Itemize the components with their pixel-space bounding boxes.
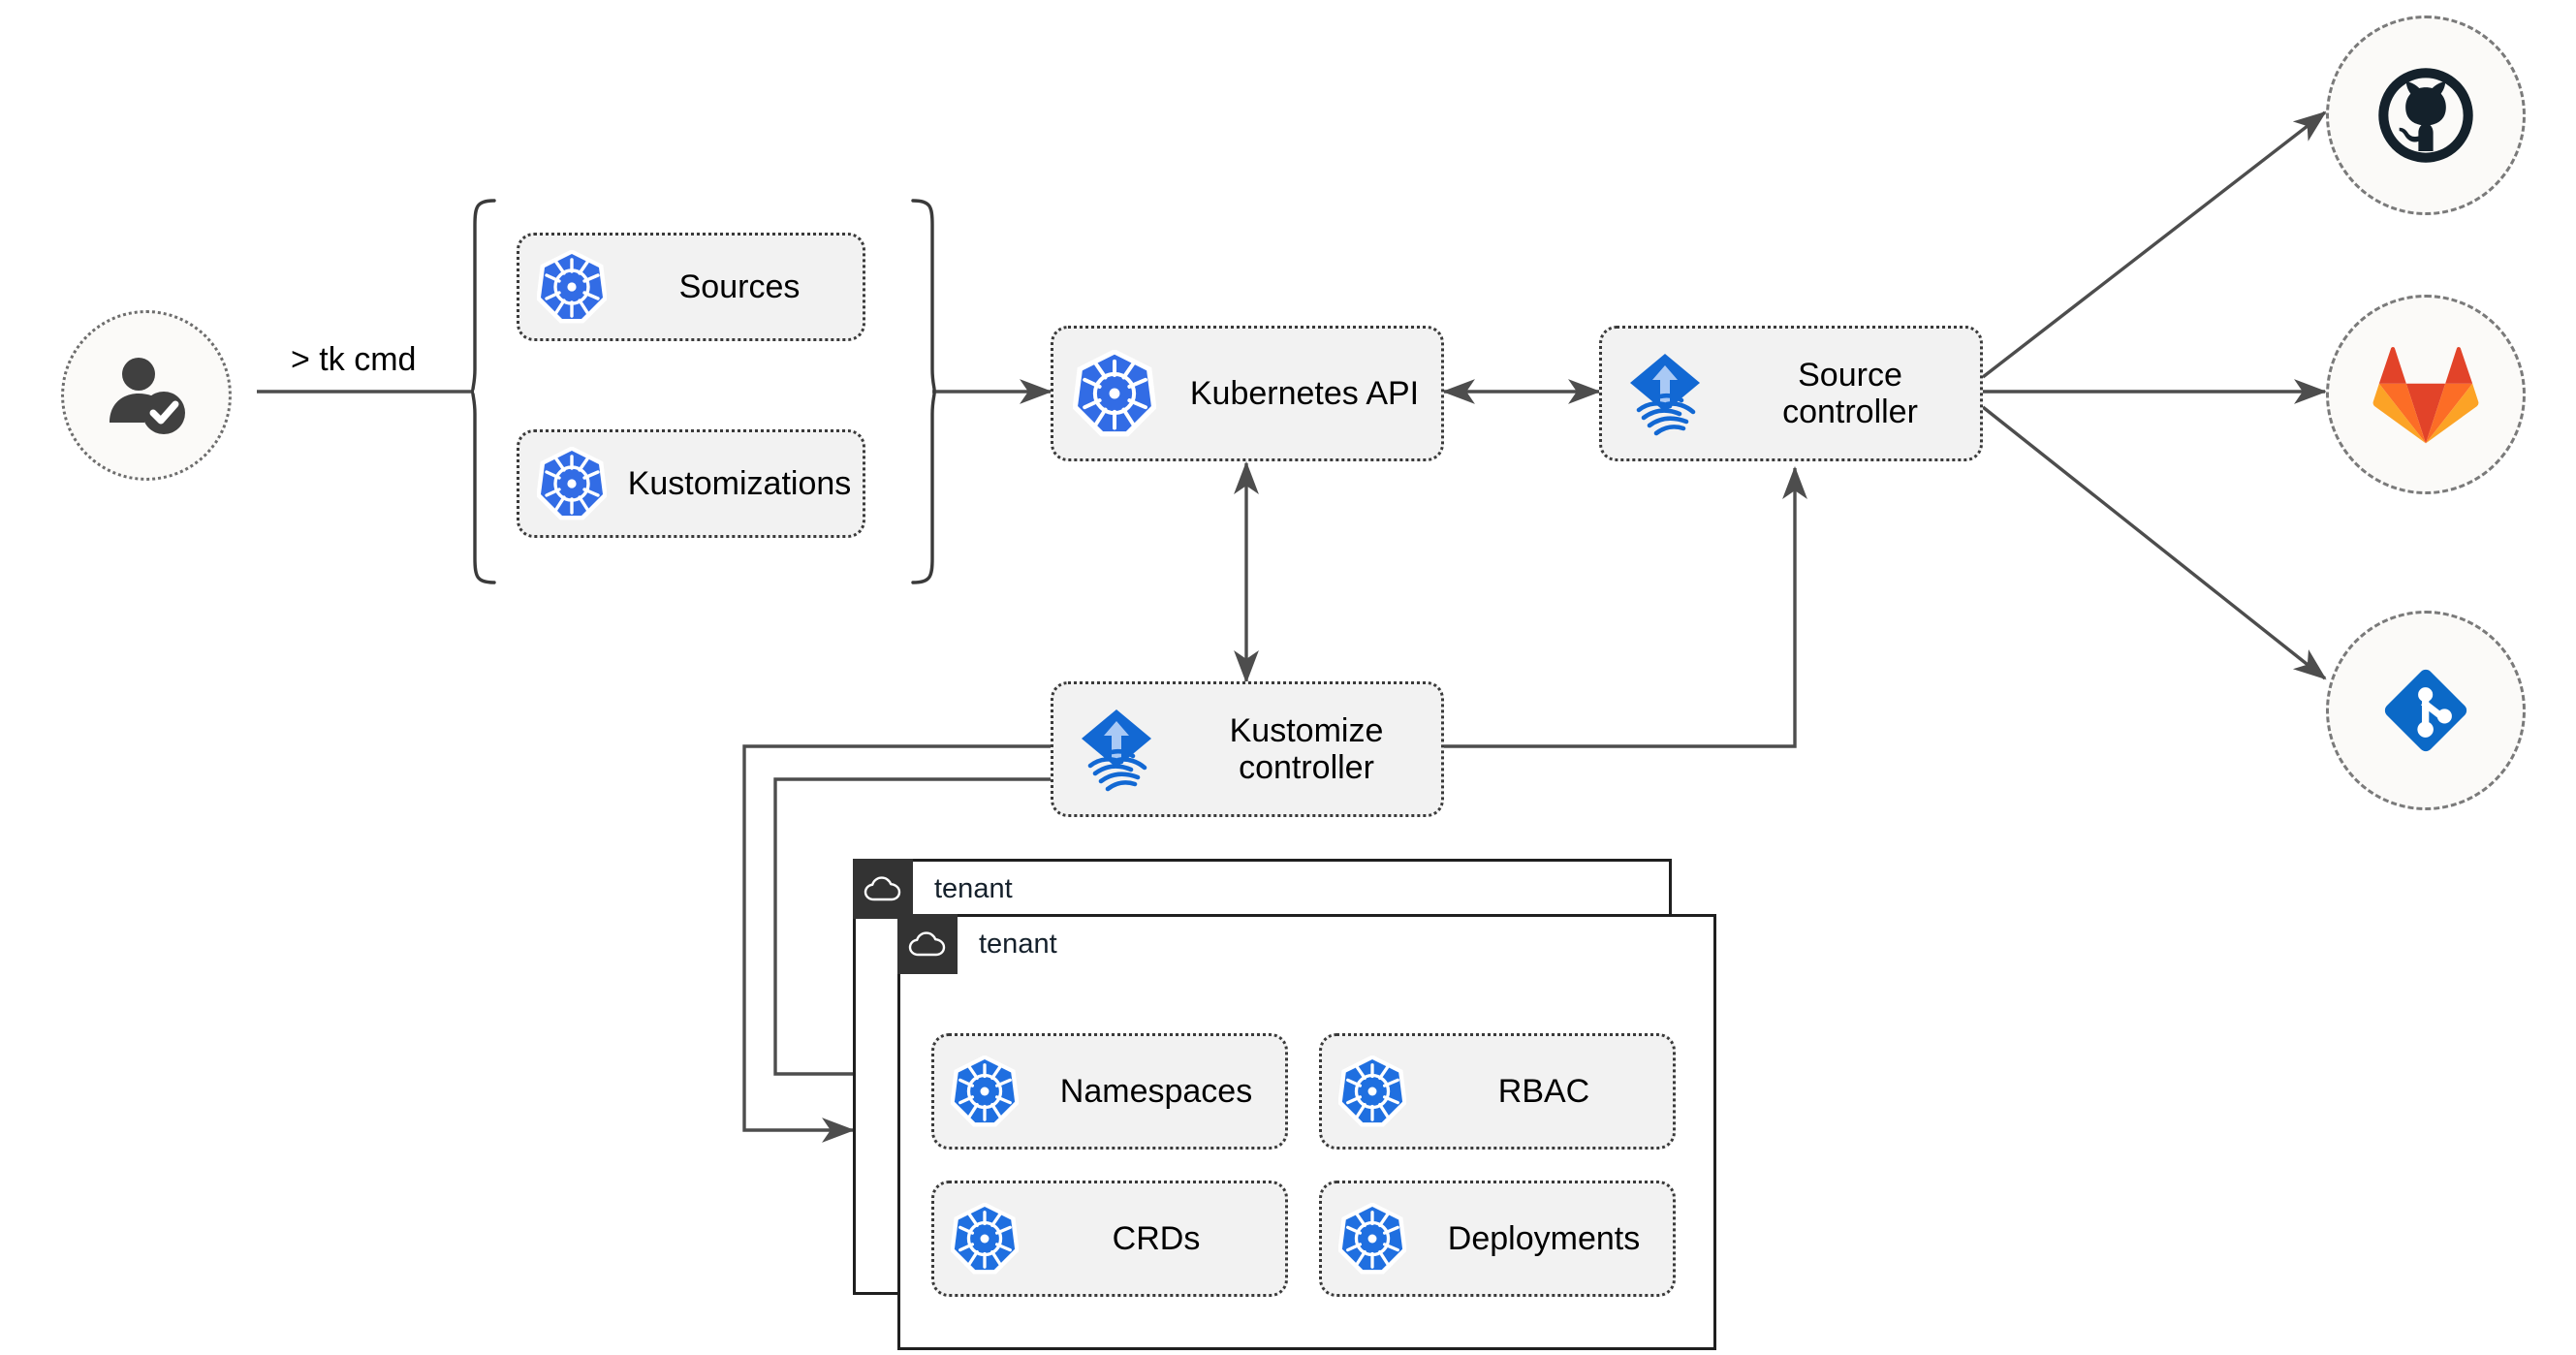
azure-devops-git-icon bbox=[2384, 669, 2467, 752]
node-kustomize-controller[interactable]: Kustomize controller bbox=[1051, 681, 1444, 817]
tenant-name: tenant bbox=[979, 928, 1057, 960]
tenant-resource-deployments[interactable]: Deployments bbox=[1319, 1181, 1676, 1297]
node-kubernetes-api[interactable]: Kubernetes API bbox=[1051, 326, 1444, 461]
cloud-icon bbox=[853, 859, 913, 919]
kubernetes-icon bbox=[519, 447, 624, 520]
chip-label: CRDs bbox=[1112, 1219, 1201, 1257]
tenant-cluster-front[interactable]: tenant Namespaces bbox=[897, 914, 1716, 1350]
tenant-resource-crds[interactable]: CRDs bbox=[931, 1181, 1288, 1297]
node-label: Source controller bbox=[1782, 356, 1918, 430]
gitlab-icon bbox=[2372, 346, 2479, 444]
flux-icon bbox=[1602, 348, 1728, 439]
kubernetes-icon bbox=[934, 1203, 1035, 1275]
chip-label: Deployments bbox=[1447, 1219, 1641, 1257]
resource-chip-kustomizations[interactable]: Kustomizations bbox=[517, 429, 865, 538]
chip-label: RBAC bbox=[1497, 1072, 1590, 1110]
tenant-header: tenant bbox=[897, 914, 1057, 974]
tenant-header: tenant bbox=[853, 859, 1013, 919]
github-icon bbox=[2378, 68, 2473, 163]
edge-source-to-azure bbox=[1981, 405, 2327, 680]
tenant-resource-rbac[interactable]: RBAC bbox=[1319, 1033, 1676, 1150]
kubernetes-icon bbox=[1322, 1056, 1423, 1127]
provider-azure-devops[interactable] bbox=[2326, 611, 2526, 810]
user-check-icon bbox=[110, 358, 185, 434]
brace-left bbox=[471, 199, 496, 584]
kubernetes-icon bbox=[934, 1056, 1035, 1127]
edge-kustomize-to-source bbox=[1444, 465, 1807, 748]
node-label: Kubernetes API bbox=[1189, 374, 1420, 412]
chip-label: Sources bbox=[678, 268, 801, 305]
tenant-name: tenant bbox=[934, 872, 1013, 904]
brace-right bbox=[911, 199, 936, 584]
actor-user-circle[interactable] bbox=[61, 310, 232, 481]
chip-label: Namespaces bbox=[1059, 1072, 1253, 1110]
provider-github[interactable] bbox=[2326, 16, 2526, 215]
command-label: > tk cmd bbox=[291, 341, 417, 378]
cloud-icon bbox=[897, 914, 958, 974]
resource-chip-sources[interactable]: Sources bbox=[517, 233, 865, 341]
tenant-resource-namespaces[interactable]: Namespaces bbox=[931, 1033, 1288, 1150]
flux-icon bbox=[1053, 704, 1179, 795]
kubernetes-icon bbox=[519, 250, 624, 324]
chip-label: Kustomizations bbox=[627, 464, 852, 502]
kubernetes-icon bbox=[1322, 1203, 1423, 1275]
node-source-controller[interactable]: Source controller bbox=[1599, 326, 1983, 461]
edge-source-to-github bbox=[1981, 110, 2327, 379]
kubernetes-icon bbox=[1053, 350, 1176, 437]
node-label: Kustomize controller bbox=[1229, 711, 1384, 786]
provider-gitlab[interactable] bbox=[2326, 295, 2526, 494]
